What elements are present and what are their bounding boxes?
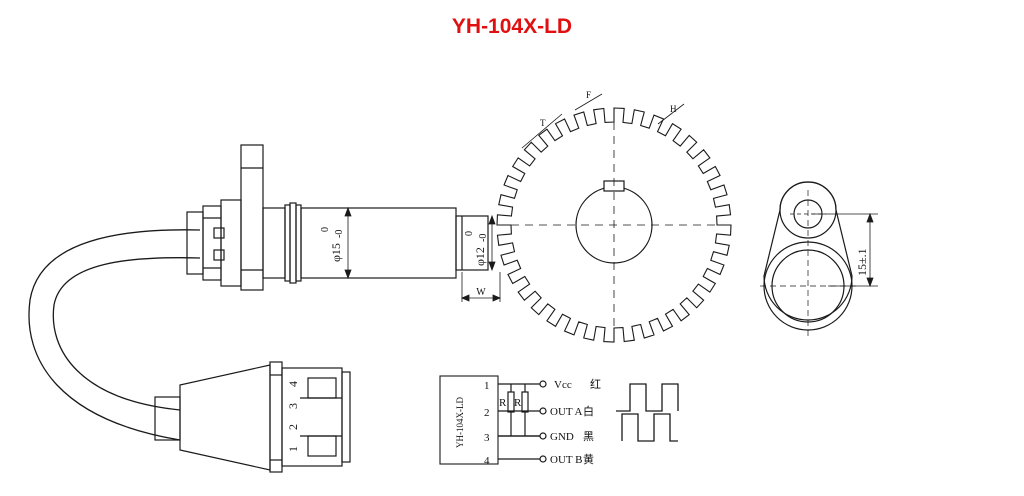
resistor-label-2: R: [514, 397, 522, 409]
wire-color-4: 黄: [583, 452, 594, 466]
schematic-pin-rows: 1 2 3 4 Vcc OUT A GND OUT B 红 白 黑 黄: [484, 378, 601, 467]
gear-dimension-marks: [521, 93, 685, 149]
pin-signal-out-a: OUT A: [550, 406, 583, 418]
sensor-cable: [28, 229, 201, 441]
gear-label-t: T: [540, 118, 546, 128]
sensor-body: [186, 144, 489, 291]
connector-pin-labels: 1 2 3 4: [286, 381, 300, 452]
diagram-title: YH-104X-LD: [451, 15, 573, 38]
gear-label-h: H: [670, 104, 677, 114]
waveform-out-a: [616, 383, 679, 412]
dim-air-gap-label: W: [476, 287, 486, 298]
dim-tip-tol-upper: 0: [464, 231, 475, 236]
dim-end-height: 15±.1: [855, 248, 869, 276]
connector-pin-1: 1: [286, 446, 300, 452]
wire-color-2: 白: [583, 404, 594, 418]
gear-label-f: F: [586, 90, 591, 100]
sensor-end-view: [760, 181, 856, 338]
wire-color-3: 黑: [583, 430, 594, 443]
pin-signal-vcc: Vcc: [554, 379, 572, 391]
connector-pin-4: 4: [286, 381, 300, 387]
dimension-end-height: [812, 212, 878, 288]
dimension-body-diameter: [344, 206, 352, 280]
pin-signal-out-b: OUT B: [550, 454, 583, 466]
dimension-tip-diameter: [488, 214, 496, 272]
pin-number-1: 1: [484, 380, 490, 392]
pin-number-4: 4: [484, 455, 490, 467]
connector-pin-3: 3: [286, 403, 300, 409]
tone-wheel: [496, 107, 732, 343]
dim-tip-tol-lower: -0: [478, 234, 489, 242]
wire-color-1: 红: [590, 378, 601, 391]
dim-body-tol-upper: 0: [320, 227, 331, 232]
pin-number-3: 3: [484, 432, 490, 444]
schematic-model: YH-104X-LD: [455, 397, 465, 448]
pin-signal-gnd: GND: [550, 431, 574, 443]
resistor-label-1: R: [499, 397, 507, 409]
connector-housing: [154, 361, 351, 473]
dim-tip-diameter: φ12: [473, 247, 487, 266]
wiring-schematic: [439, 375, 547, 465]
dim-body-diameter: φ15: [329, 243, 343, 262]
dimension-air-gap: [460, 272, 502, 302]
pin-number-2: 2: [484, 407, 490, 419]
gear-teeth-outline: [496, 107, 732, 343]
connector-pin-2: 2: [286, 424, 300, 430]
waveform-out-b: [621, 413, 678, 442]
dim-body-tol-lower: -0: [334, 230, 345, 238]
